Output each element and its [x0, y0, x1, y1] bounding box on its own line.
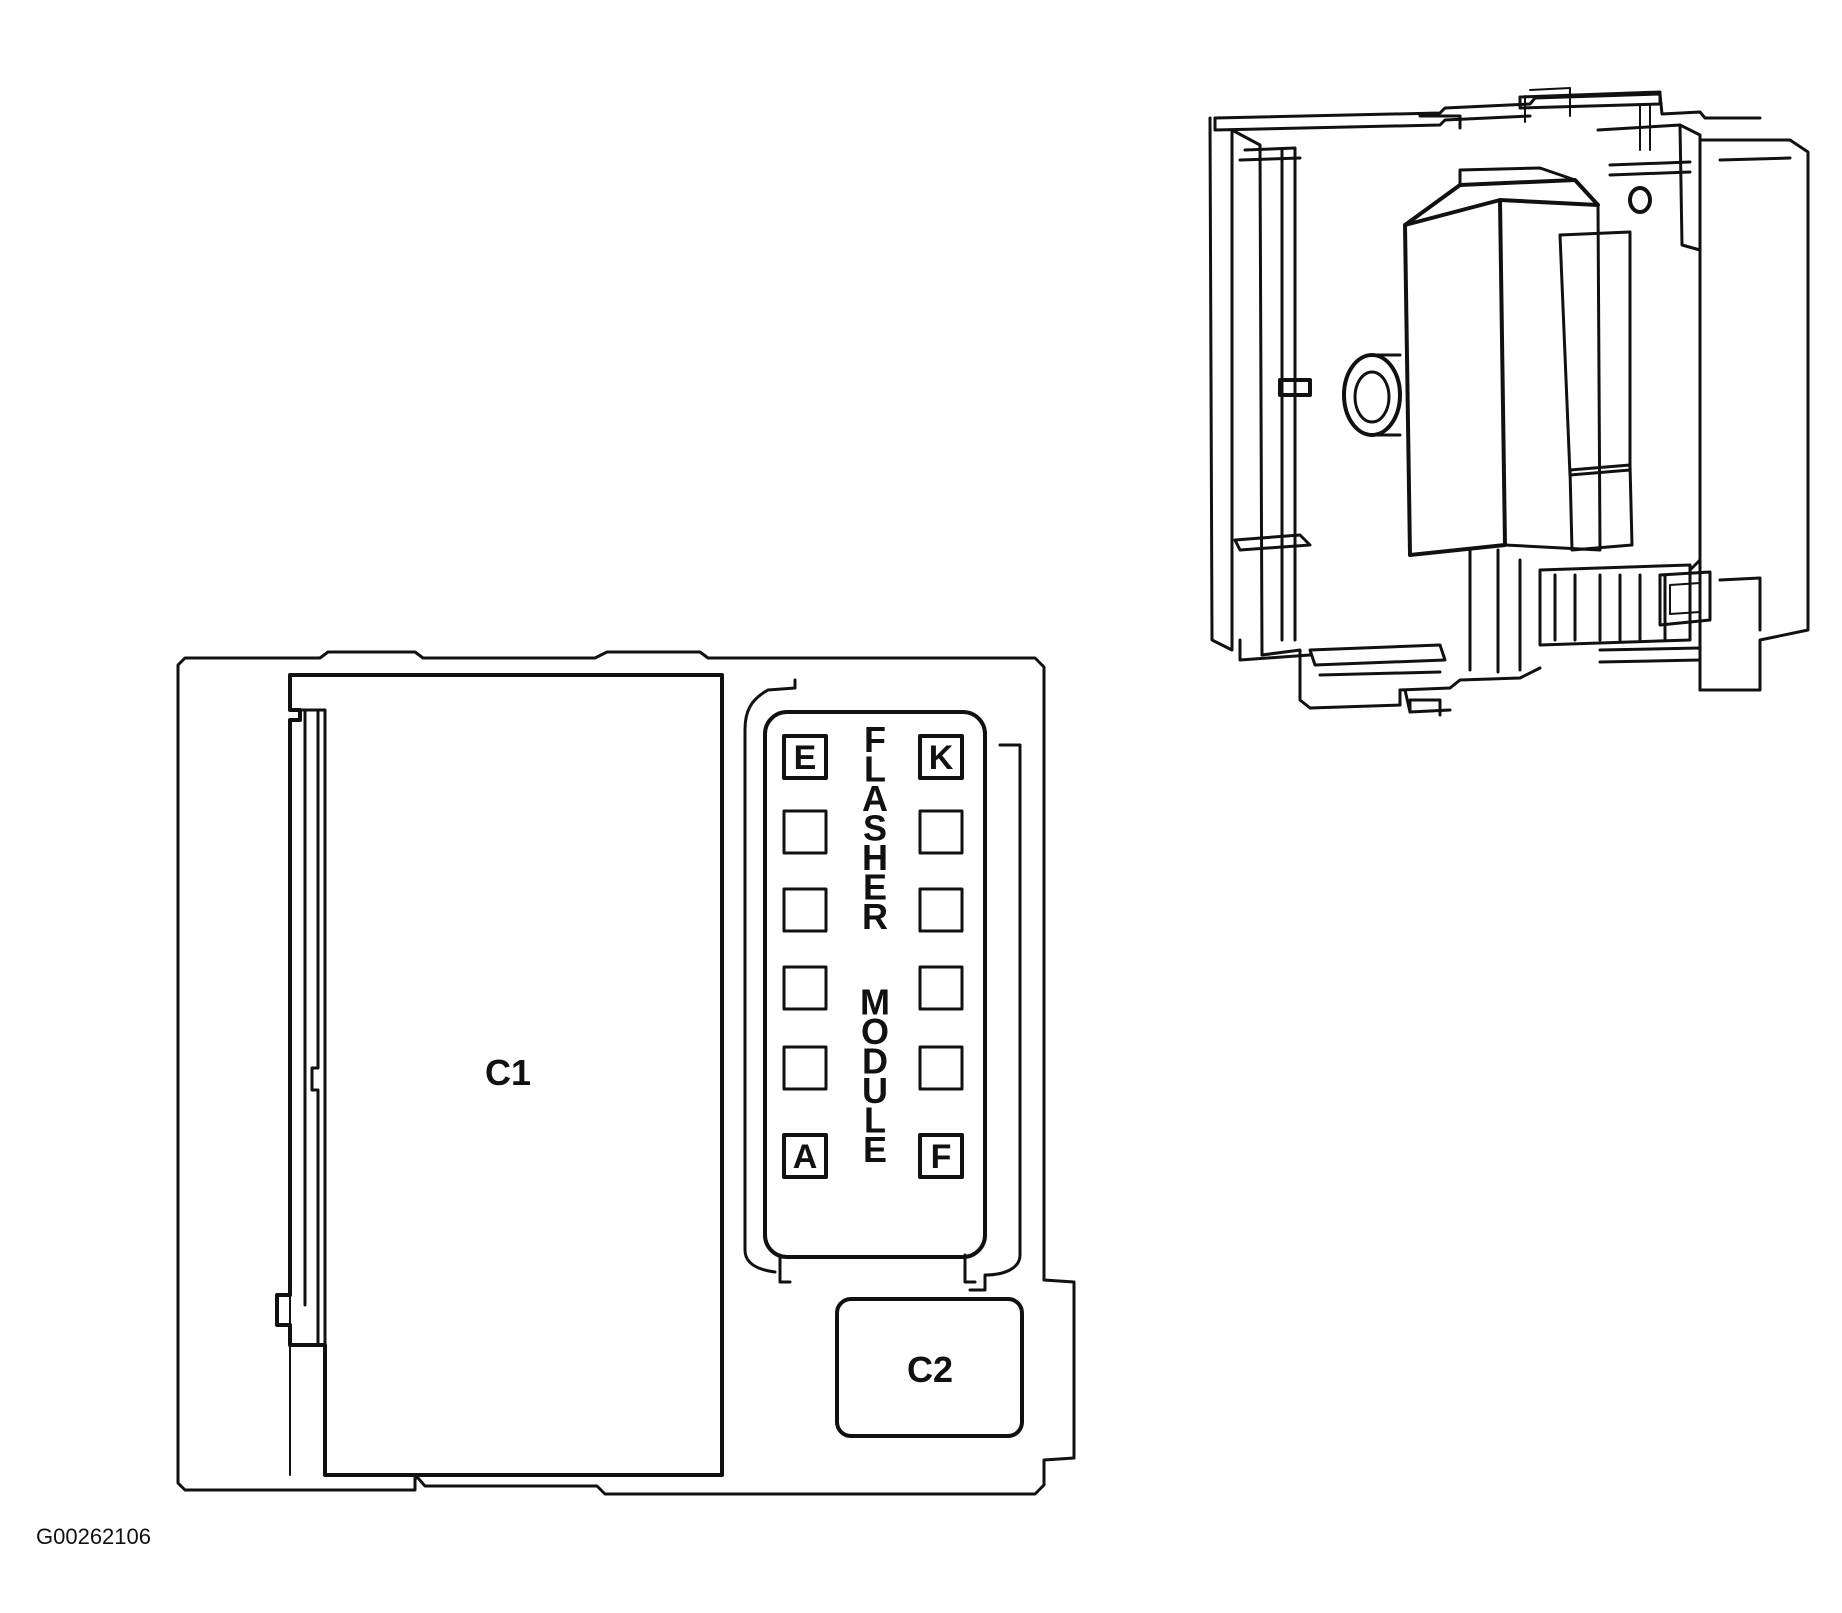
relay-block-face-view: [176, 650, 1076, 1496]
pin-label: E: [794, 739, 817, 777]
pin-cavity: [918, 734, 964, 780]
pin-cavity: [782, 809, 828, 855]
housing-outline: [176, 650, 1076, 1496]
pin-cavity: [782, 734, 828, 780]
pin-cavity: [782, 965, 828, 1011]
pin-label: F: [931, 1138, 952, 1176]
c2-connector-outline: [835, 1297, 1024, 1438]
relay-block-3d-view: [1208, 87, 1810, 717]
pin-cavity: [918, 809, 964, 855]
pin-cavity: [918, 1133, 964, 1179]
c1-label: C1: [485, 1052, 531, 1093]
pin-cavity: [782, 887, 828, 933]
flasher-pin-grid: E K A F: [782, 734, 964, 1179]
flasher-module-shell: [743, 678, 1022, 1292]
pin-cavity: [918, 1045, 964, 1091]
c2-label: C2: [907, 1349, 953, 1390]
figure-id: G00262106: [36, 1524, 151, 1549]
pin-cavity: [782, 1045, 828, 1091]
pin-label: A: [793, 1138, 818, 1176]
pin-cavity: [782, 1133, 828, 1179]
flasher-module-body: [763, 710, 987, 1259]
pin-label: K: [929, 739, 954, 777]
pin-cavity: [918, 887, 964, 933]
pin-cavity: [918, 965, 964, 1011]
c1-connector-outline: [275, 673, 724, 1477]
